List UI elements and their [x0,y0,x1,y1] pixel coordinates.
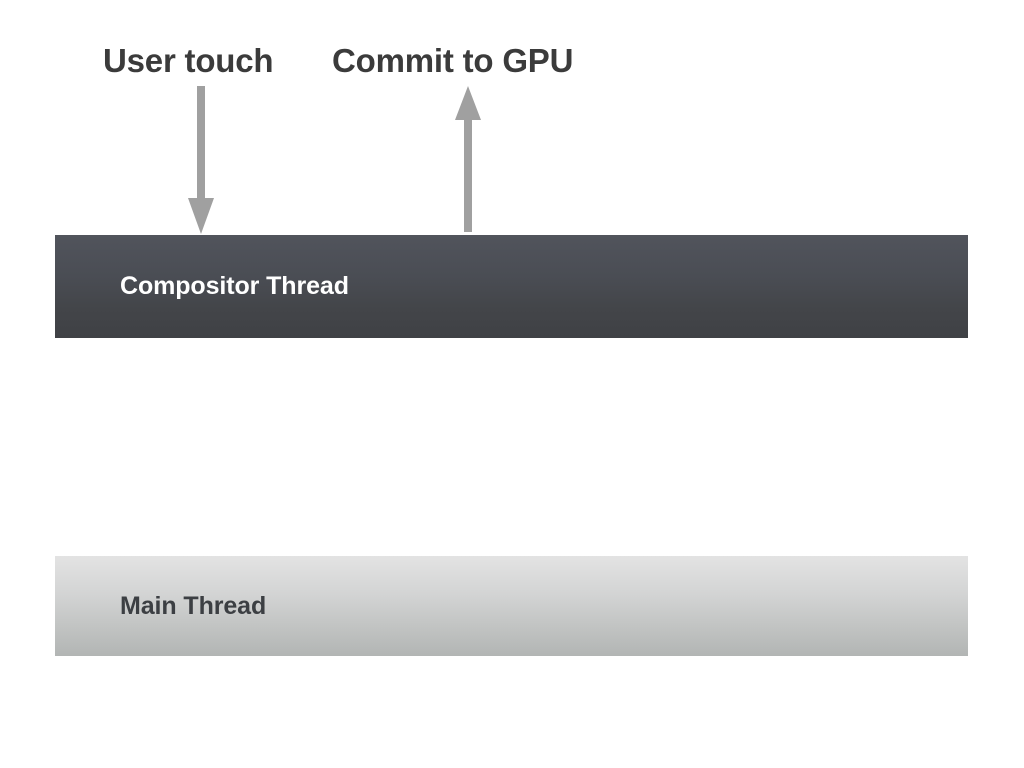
lane-label-compositor-thread: Compositor Thread [120,272,349,300]
lane-compositor-thread: Compositor Thread [55,235,968,338]
arrow-down-icon [188,86,214,234]
arrow-up-icon [455,86,481,232]
lane-main-thread: Main Thread [55,556,968,656]
event-label-user-touch: User touch [103,42,274,79]
event-label-commit-to-gpu: Commit to GPU [332,42,574,79]
lane-label-main-thread: Main Thread [120,591,267,620]
